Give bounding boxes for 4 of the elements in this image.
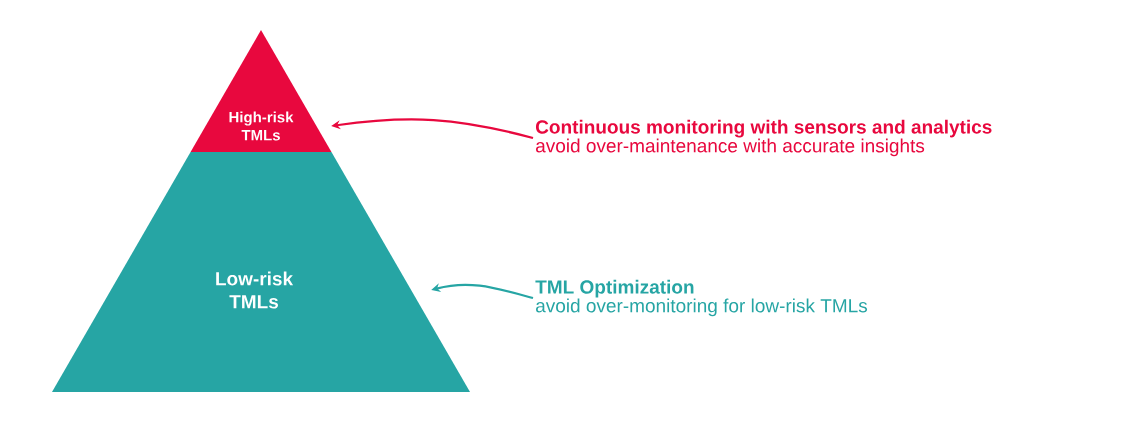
pyramid-tier: Low-risk TMLs — [52, 152, 470, 392]
callout-text: TML Optimization avoid over-monitoring for low-risk TMLs — [535, 279, 868, 317]
pyramid-tier: High-risk TMLs — [190, 30, 332, 152]
callout-text: Continuous monitoring with sensors and analytics avoid over-maintenance with accurate insights — [536, 119, 992, 157]
